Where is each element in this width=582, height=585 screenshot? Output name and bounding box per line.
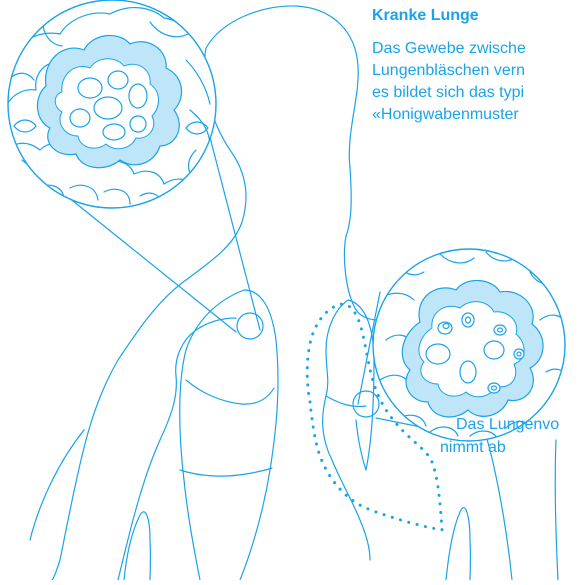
source-circle-right [353,391,379,417]
volume-label-line-2: nimmt ab [440,437,506,459]
description-line-1: Das Gewebe zwische [372,38,526,60]
magnifier-circle-right [373,249,568,441]
description-line-2: Lungenbläschen vern [372,60,525,82]
description-line-3: es bildet sich das typi [372,82,524,104]
volume-label-line-1: Das Lungenvo [456,414,559,436]
magnifier-circle-upper-left [4,0,216,208]
heading: Kranke Lunge [372,7,479,25]
description-line-4: «Honigwabenmuster [372,104,519,126]
